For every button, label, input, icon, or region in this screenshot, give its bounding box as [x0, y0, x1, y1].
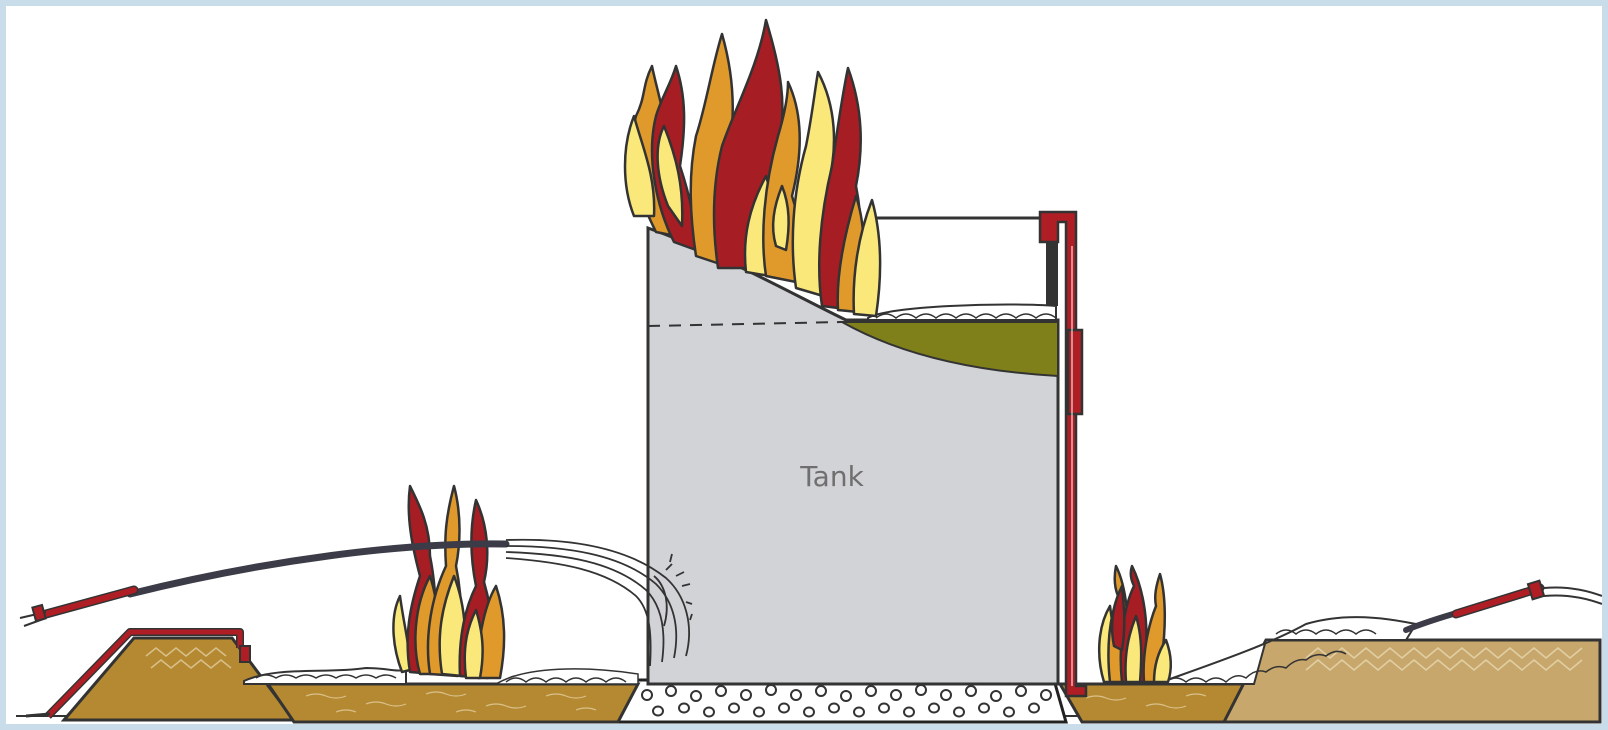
right-fire-hose: [1406, 581, 1602, 630]
tank-fire-diagram: Tank: [6, 6, 1602, 724]
right-pool-earth: [1060, 684, 1254, 722]
left-pool-flames: [393, 486, 504, 678]
left-pool-earth: [268, 684, 638, 722]
diagram-frame: Tank: [6, 6, 1602, 724]
tank-foundation: [618, 680, 1066, 722]
tank-surface-foam: [868, 305, 1056, 321]
tank-label: Tank: [799, 460, 864, 493]
right-bund-embankment: [1224, 640, 1600, 722]
right-pool-flames: [1099, 566, 1171, 682]
